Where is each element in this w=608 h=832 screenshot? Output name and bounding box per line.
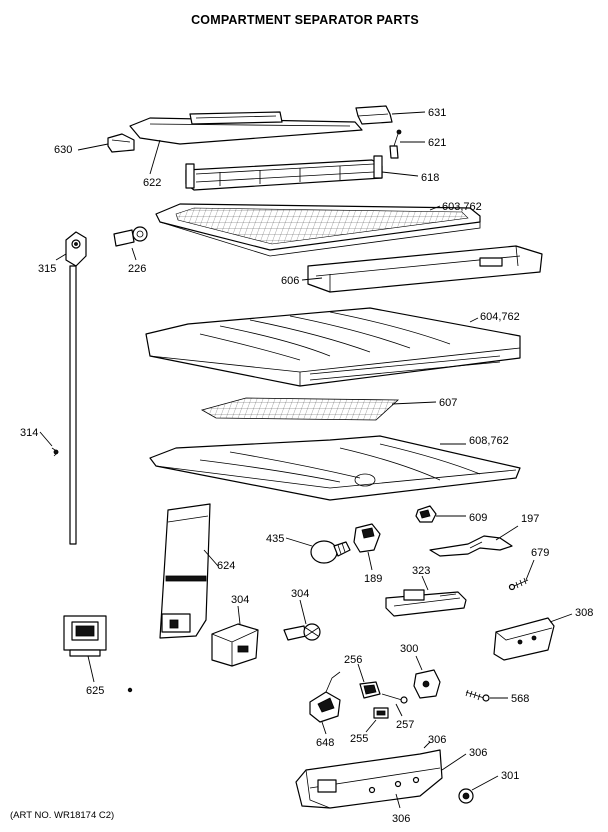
part-625 xyxy=(63,615,107,657)
part-630 xyxy=(107,133,135,153)
part-608-762 xyxy=(149,435,521,501)
part-621 xyxy=(389,129,402,159)
label-679: 679 xyxy=(531,547,549,559)
label-606: 606 xyxy=(281,275,299,287)
label-189: 189 xyxy=(364,573,382,585)
part-609 xyxy=(415,505,437,523)
label-625: 625 xyxy=(86,685,104,697)
part-301 xyxy=(458,788,474,804)
label-304b: 304 xyxy=(291,588,309,600)
part-256 xyxy=(359,681,381,699)
part-304b xyxy=(283,623,321,641)
part-189 xyxy=(353,523,381,553)
label-226: 226 xyxy=(128,263,146,275)
art-number: (ART NO. WR18174 C2) xyxy=(10,810,114,821)
label-608-762: 608,762 xyxy=(469,435,509,447)
label-603-762: 603,762 xyxy=(442,201,482,213)
part-607 xyxy=(200,397,400,421)
part-622 xyxy=(129,111,363,145)
label-315: 315 xyxy=(38,263,56,275)
part-631 xyxy=(355,105,393,125)
part-648 xyxy=(309,671,341,723)
part-255 xyxy=(373,707,389,719)
part-603-762 xyxy=(155,203,481,257)
label-197: 197 xyxy=(521,513,539,525)
label-255: 255 xyxy=(350,733,368,745)
label-621: 621 xyxy=(428,137,446,149)
label-607: 607 xyxy=(439,397,457,409)
label-624: 624 xyxy=(217,560,235,572)
label-306c: 306 xyxy=(392,813,410,825)
part-604-762 xyxy=(145,307,521,387)
label-257: 257 xyxy=(396,719,414,731)
part-624 xyxy=(159,503,211,639)
label-314: 314 xyxy=(20,427,38,439)
label-609: 609 xyxy=(469,512,487,524)
label-435: 435 xyxy=(266,533,284,545)
part-304a xyxy=(211,623,259,667)
part-568 xyxy=(465,689,490,702)
label-568: 568 xyxy=(511,693,529,705)
label-304a: 304 xyxy=(231,594,249,606)
label-301: 301 xyxy=(501,770,519,782)
part-226 xyxy=(113,226,148,247)
label-300: 300 xyxy=(400,643,418,655)
label-618: 618 xyxy=(421,172,439,184)
label-631: 631 xyxy=(428,107,446,119)
part-435 xyxy=(310,540,351,564)
hinge-rod xyxy=(69,265,77,545)
part-308 xyxy=(493,617,555,661)
label-323: 323 xyxy=(412,565,430,577)
label-306a: 306 xyxy=(428,734,446,746)
label-630: 630 xyxy=(54,144,72,156)
dot-mark xyxy=(127,687,133,693)
part-606 xyxy=(307,245,543,293)
label-604-762: 604,762 xyxy=(480,311,520,323)
diagram-title: COMPARTMENT SEPARATOR PARTS xyxy=(191,13,419,27)
label-256: 256 xyxy=(344,654,362,666)
part-257 xyxy=(381,693,408,704)
part-197 xyxy=(429,535,513,557)
part-300 xyxy=(413,669,441,699)
part-323 xyxy=(385,589,467,617)
part-618 xyxy=(185,155,383,191)
part-679 xyxy=(508,577,529,591)
part-306 xyxy=(295,749,443,809)
label-622: 622 xyxy=(143,177,161,189)
part-315 xyxy=(65,231,87,267)
label-306b: 306 xyxy=(469,747,487,759)
part-314 xyxy=(51,447,59,457)
label-308: 308 xyxy=(575,607,593,619)
label-648: 648 xyxy=(316,737,334,749)
